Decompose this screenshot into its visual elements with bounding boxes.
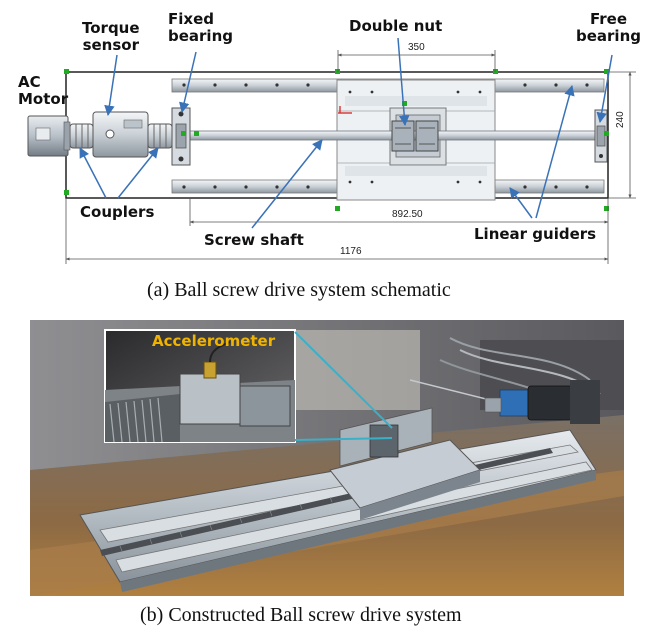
double-nut-drawing (391, 120, 415, 152)
caption-a: (a) Ball screw drive system schematic (147, 279, 451, 301)
dim-total-length: 1176 (340, 246, 362, 257)
accelerometer-sensor (203, 361, 217, 379)
arrow-guider-left (509, 187, 533, 219)
label-torque-sensor-line1: Torque (82, 19, 140, 37)
label-ac-motor: AC Motor (18, 74, 68, 108)
label-torque-sensor: Torque sensor (82, 20, 140, 54)
label-fixed-bearing-line2: bearing (168, 27, 233, 45)
label-screw-shaft: Screw shaft (204, 231, 304, 249)
label-torque-sensor-line2: sensor (82, 36, 139, 54)
label-couplers: Couplers (80, 203, 155, 221)
arrow-double-nut (397, 37, 410, 127)
label-ac-motor-line2: Motor (18, 90, 69, 108)
label-double-nut: Double nut (349, 17, 443, 35)
arrow-fixed-bearing (179, 51, 197, 114)
inset-callout-bottom (294, 437, 393, 441)
screw-shaft-drawing (185, 130, 597, 141)
label-free-bearing-line2: bearing (576, 27, 641, 45)
dim-stroke: 350 (408, 42, 425, 53)
dim-shaft-length: 892.50 (392, 209, 423, 220)
arrow-torque-sensor (104, 54, 118, 117)
arrow-coupler-left (79, 147, 107, 199)
torque-sensor-drawing (92, 111, 149, 158)
label-ac-motor-line1: AC (18, 73, 41, 91)
label-linear-guiders: Linear guiders (474, 225, 597, 243)
arrow-screw-shaft (251, 139, 323, 229)
label-fixed-bearing: Fixed bearing (168, 11, 233, 45)
label-accelerometer: Accelerometer (152, 332, 276, 350)
schematic-drawing (27, 37, 636, 264)
label-fixed-bearing-line1: Fixed (168, 10, 214, 28)
system-photo (30, 320, 624, 596)
label-free-bearing-line1: Free (589, 10, 628, 28)
dim-width: 240 (615, 111, 626, 128)
arrow-guider-right (535, 84, 575, 219)
inset-callout-top (294, 331, 393, 429)
label-free-bearing: Free bearing (576, 11, 641, 45)
arrow-free-bearing (596, 54, 613, 124)
arrow-coupler-right (117, 147, 159, 199)
caption-b: (b) Constructed Ball screw drive system (140, 604, 462, 626)
